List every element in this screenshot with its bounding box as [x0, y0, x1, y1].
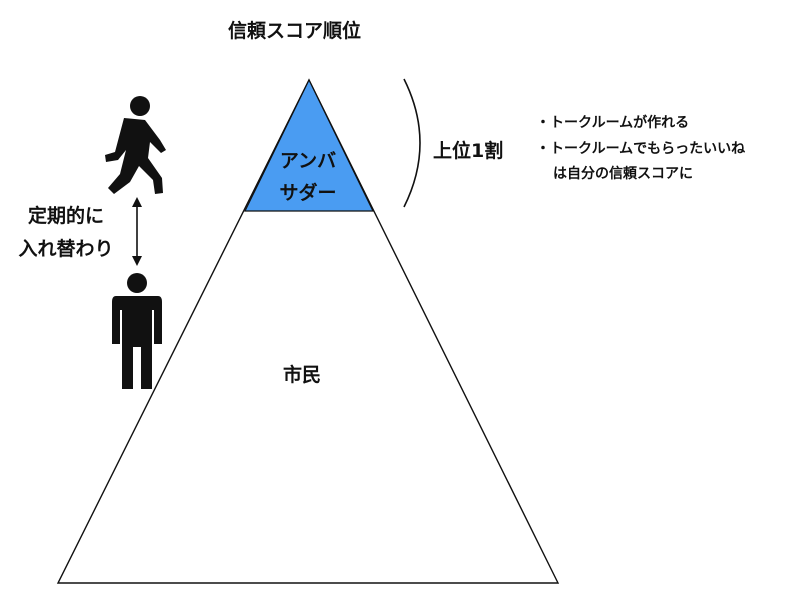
benefit-line-2: ・トークルームでもらったいいね	[536, 141, 746, 157]
top-ten-percent-label: 上位1割	[433, 140, 504, 162]
walking-person-icon	[105, 96, 166, 194]
pyramid-outline	[56, 78, 560, 584]
benefit-line-3: は自分の信頼スコアに	[553, 166, 693, 182]
ambassador-label-line2: サダー	[279, 182, 337, 204]
ambassador-label-line1: アンバ	[279, 150, 337, 172]
rotation-label-line1: 定期的に	[27, 205, 104, 227]
standing-person-icon	[112, 273, 162, 389]
diagram-title: 信頼スコア順位	[228, 20, 362, 42]
ambassador-tier	[244, 78, 374, 212]
bracket-shape	[403, 78, 421, 208]
rotation-label-line2: 入れ替わり	[18, 238, 114, 260]
double-arrow-icon	[132, 197, 142, 266]
benefit-line-1: ・トークルームが作れる	[536, 115, 690, 131]
citizen-label: 市民	[283, 364, 322, 386]
